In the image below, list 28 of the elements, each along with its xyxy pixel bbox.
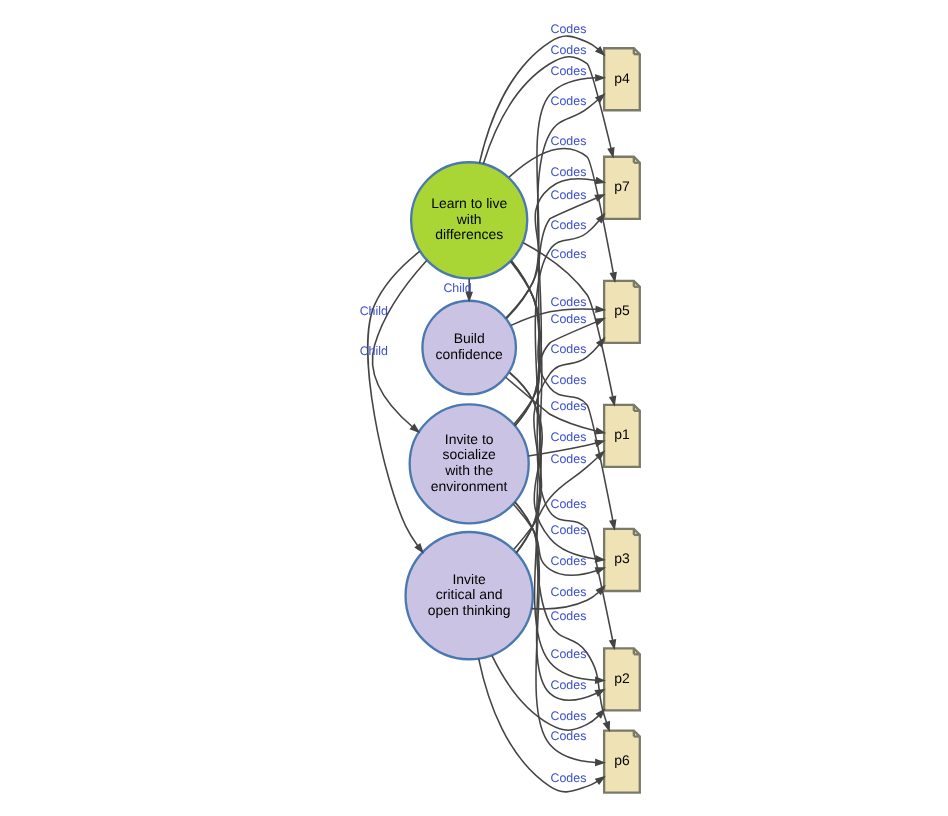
arrow [476, 657, 605, 793]
arrow [370, 259, 427, 434]
arrow [507, 372, 605, 563]
arrow [504, 74, 606, 320]
arrow [513, 194, 605, 427]
arrow [513, 93, 605, 427]
arrow [529, 584, 605, 610]
arrow [507, 147, 616, 284]
arrow [512, 317, 606, 425]
arrow [521, 241, 616, 407]
arrow [477, 35, 605, 164]
arrow [508, 371, 605, 685]
arrow [503, 376, 606, 435]
arrow [514, 212, 605, 554]
arrow [509, 259, 609, 733]
arrow [366, 250, 423, 554]
arrow [526, 439, 605, 457]
arrow [512, 450, 605, 551]
arrow [513, 501, 605, 767]
arrow [509, 305, 606, 327]
arrow [513, 501, 605, 701]
arrow [490, 654, 605, 731]
arrow [511, 503, 606, 576]
arrow [504, 176, 606, 319]
arrow [514, 336, 605, 554]
arrow [508, 260, 616, 531]
arrow [481, 55, 614, 165]
arrow [509, 260, 616, 651]
